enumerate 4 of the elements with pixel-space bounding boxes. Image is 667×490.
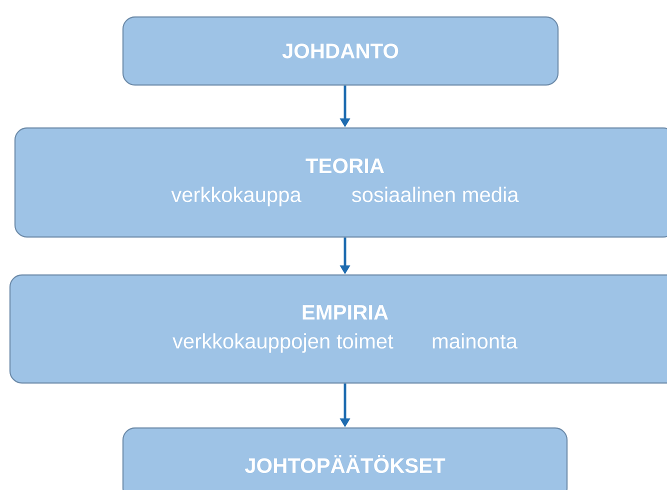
process-box: EMPIRIA verkkokauppojen toimet mainonta — [9, 274, 667, 384]
process-box: JOHDANTO — [122, 16, 559, 86]
process-box: TEORIA verkkokauppa sosiaalinen media — [14, 127, 667, 238]
process-box: JOHTOPÄÄTÖKSET — [122, 427, 568, 490]
